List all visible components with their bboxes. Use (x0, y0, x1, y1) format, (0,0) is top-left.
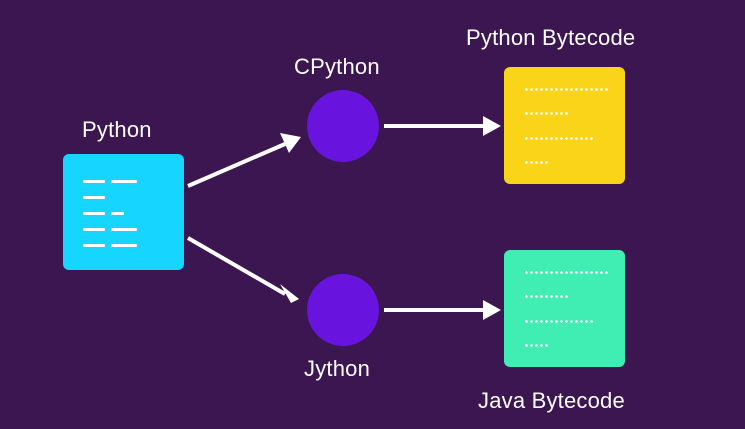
cpython-interpreter-node (307, 90, 379, 162)
cpython-label: CPython (294, 54, 380, 79)
python-label: Python (82, 117, 152, 142)
arrow-source-to-jython (187, 236, 299, 303)
arrow-source-to-cpython (187, 133, 301, 188)
python-source-file (63, 154, 184, 270)
arrow-jython-to-java-bytecode (384, 300, 501, 320)
python-bytecode-file (504, 67, 625, 184)
jython-interpreter-node (307, 274, 379, 346)
jython-label: Jython (304, 356, 371, 381)
python-bytecode-label: Python Bytecode (466, 25, 636, 50)
java-bytecode-label: Java Bytecode (478, 388, 625, 413)
arrow-cpython-to-python-bytecode (384, 116, 501, 136)
java-bytecode-file (504, 250, 625, 367)
